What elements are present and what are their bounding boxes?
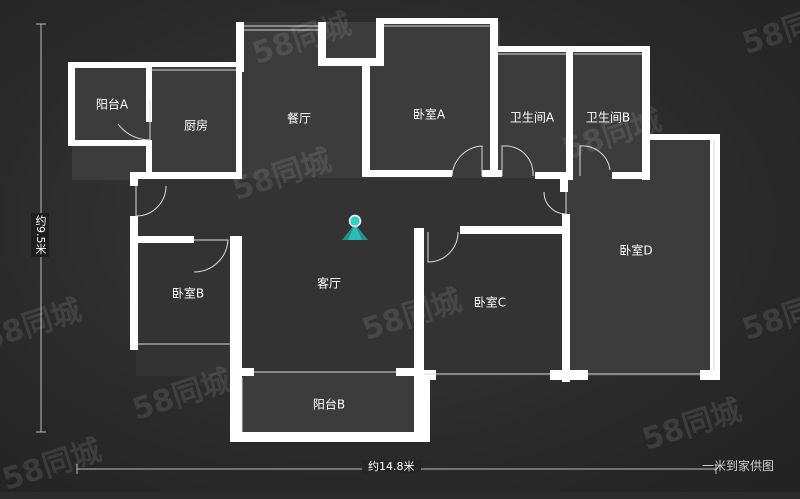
doors bbox=[117, 100, 611, 273]
wall bbox=[562, 214, 570, 382]
wall bbox=[236, 22, 244, 72]
wall bbox=[642, 134, 720, 140]
dimension-width-label: 约14.8米 bbox=[362, 460, 421, 474]
floor-balcony-kitchen bbox=[72, 62, 242, 180]
viewpoint-marker-icon bbox=[342, 214, 368, 240]
wall bbox=[710, 134, 720, 380]
wall bbox=[68, 62, 75, 144]
wall bbox=[146, 62, 152, 122]
wall bbox=[146, 140, 152, 178]
room-label-bathroom-b: 卫生间B bbox=[585, 110, 631, 125]
wall bbox=[482, 170, 502, 177]
wall bbox=[414, 228, 424, 378]
wall bbox=[318, 58, 382, 66]
room-label-dining: 餐厅 bbox=[286, 111, 312, 126]
room-label-balcony-a: 阳台A bbox=[95, 97, 129, 112]
wall bbox=[490, 18, 498, 176]
dimension-height-label: 约9.5米 bbox=[31, 213, 49, 257]
wall bbox=[396, 368, 420, 376]
wall bbox=[550, 370, 588, 380]
wall bbox=[362, 170, 452, 177]
wall bbox=[642, 46, 650, 180]
wall bbox=[130, 172, 242, 179]
wall bbox=[376, 18, 496, 24]
wall bbox=[460, 226, 570, 234]
wall bbox=[136, 236, 194, 243]
floor-bedroom-d bbox=[566, 140, 716, 376]
wall bbox=[130, 216, 138, 350]
wall bbox=[560, 178, 568, 192]
image-credit: 一米到家供图 bbox=[701, 459, 774, 473]
wall bbox=[612, 172, 648, 179]
wall bbox=[414, 370, 430, 442]
room-label-bathroom-a: 卫生间A bbox=[509, 110, 555, 125]
wall bbox=[566, 46, 573, 180]
room-label-balcony-b: 阳台B bbox=[312, 397, 346, 412]
room-label-kitchen: 厨房 bbox=[183, 118, 209, 133]
wall bbox=[230, 236, 242, 368]
floor-balcony-b bbox=[236, 372, 426, 438]
wall bbox=[376, 18, 384, 66]
wall bbox=[236, 368, 254, 376]
floor-living bbox=[136, 178, 566, 376]
wall bbox=[318, 22, 326, 66]
room-label-living: 客厅 bbox=[316, 276, 342, 291]
wall bbox=[68, 140, 152, 146]
room-label-bedroom-b: 卧室B bbox=[171, 286, 205, 301]
wall bbox=[130, 172, 138, 186]
wall bbox=[68, 62, 152, 68]
windows bbox=[138, 25, 715, 432]
room-label-bedroom-c: 卧室C bbox=[473, 295, 507, 310]
room-label-bedroom-a: 卧室A bbox=[412, 107, 446, 122]
wall bbox=[700, 370, 720, 380]
wall bbox=[146, 62, 238, 67]
wall bbox=[230, 432, 430, 442]
wall bbox=[230, 362, 242, 442]
wall bbox=[362, 58, 370, 176]
room-label-bedroom-d: 卧室D bbox=[619, 243, 653, 258]
wall bbox=[236, 66, 242, 174]
wall bbox=[535, 172, 571, 179]
